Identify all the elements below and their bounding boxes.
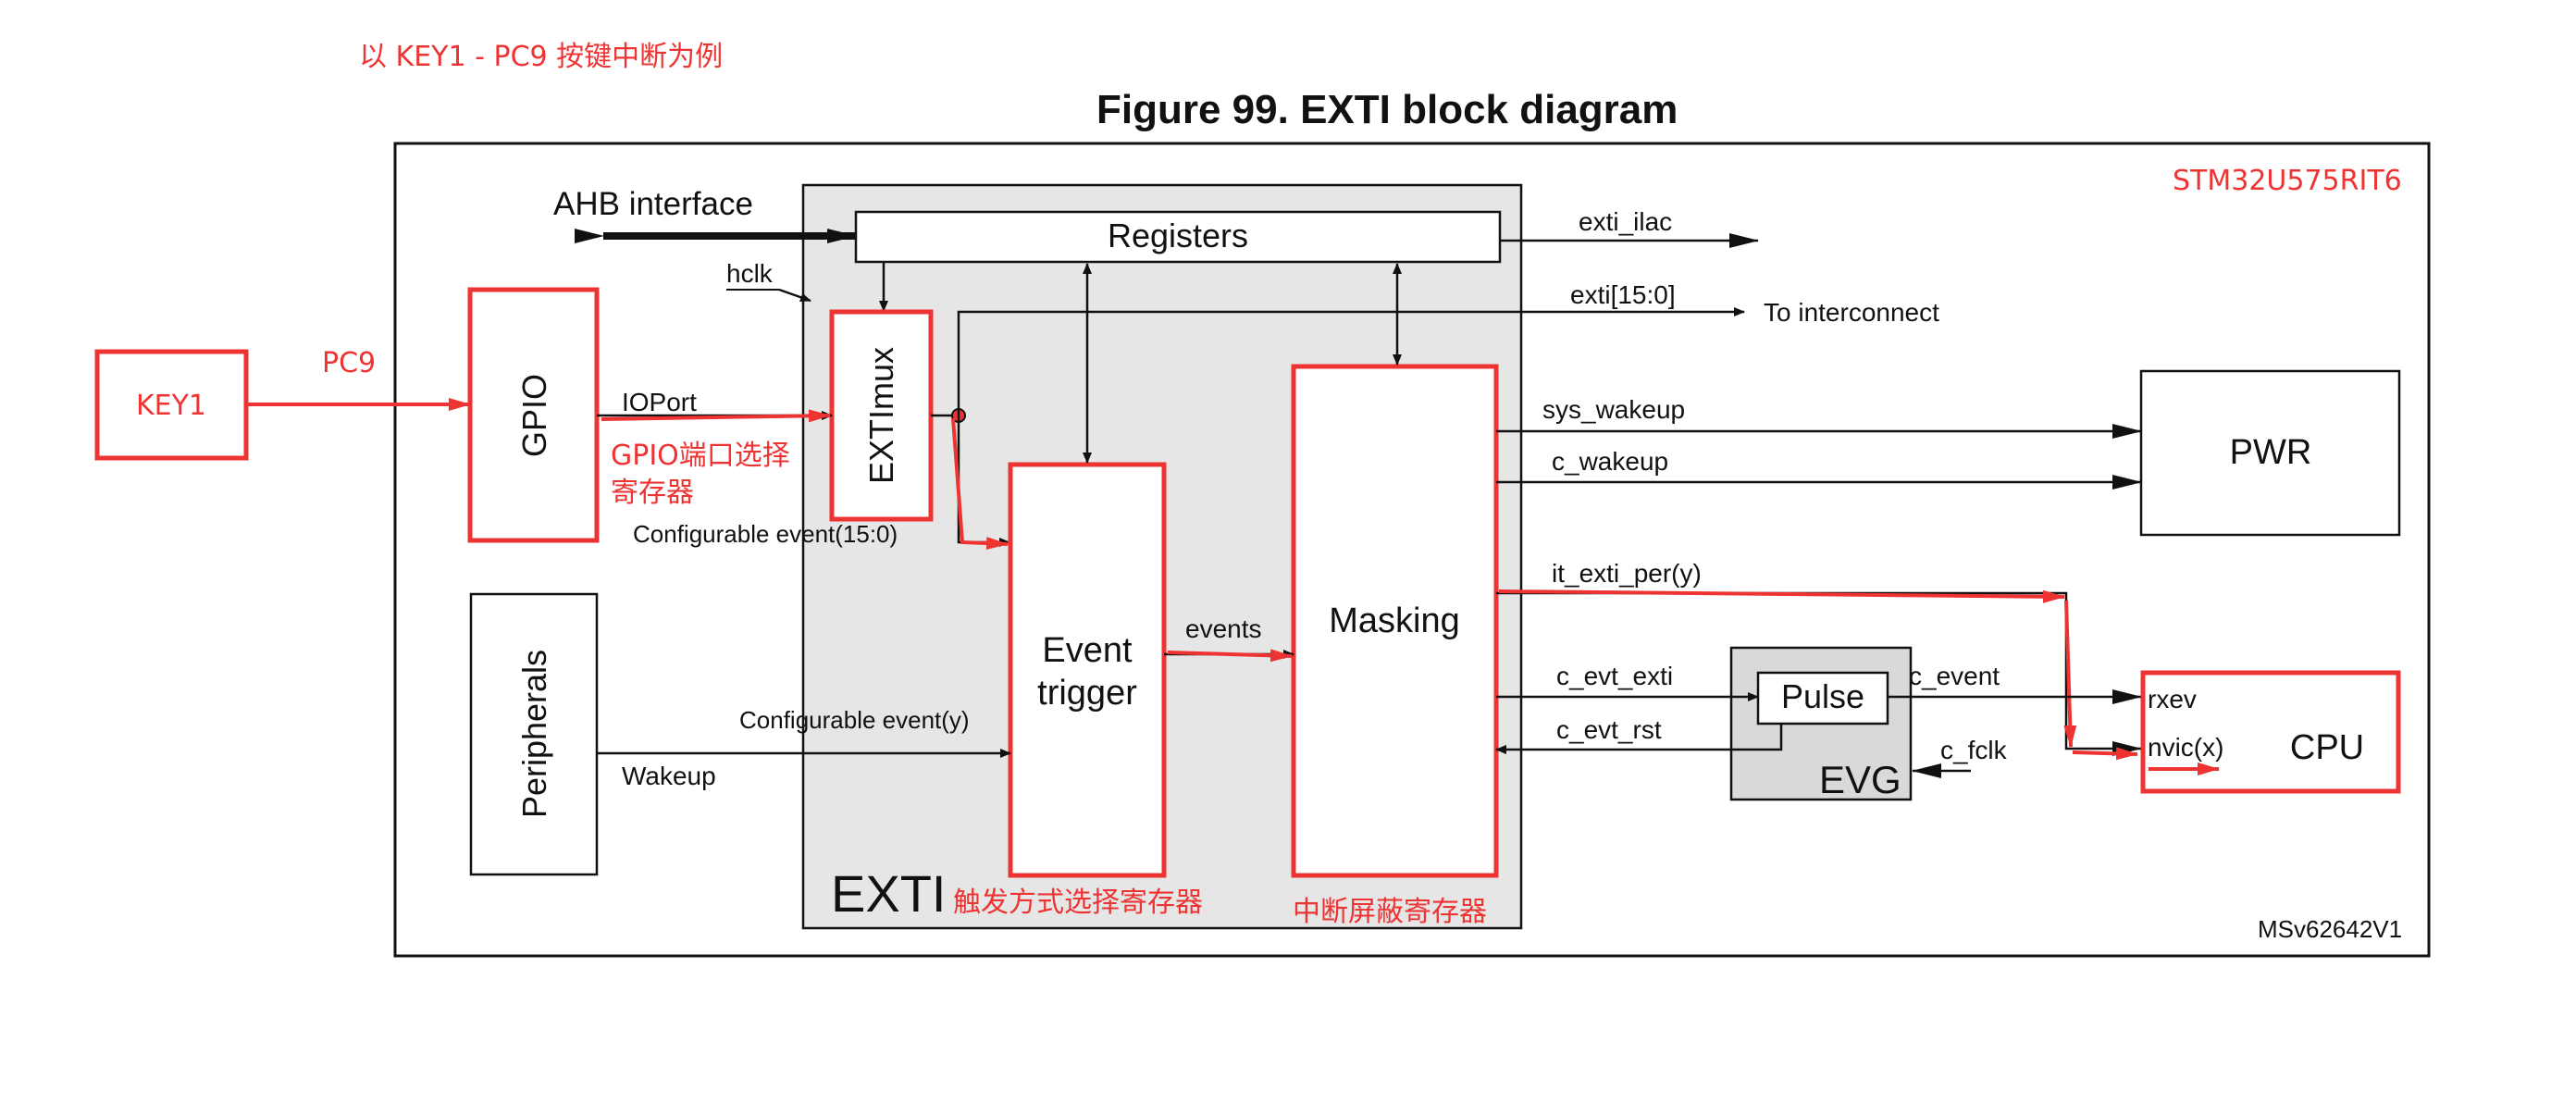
outer-frame	[393, 142, 2431, 958]
c-wakeup-label: c_wakeup	[1552, 447, 1668, 476]
annotation-top: 以 KEY1 - PC9 按键中断为例	[359, 41, 723, 73]
c-fclk-label: c_fclk	[1940, 736, 2008, 764]
version-label: MSv62642V1	[2258, 915, 2402, 943]
peripherals-label: Peripherals	[515, 650, 553, 818]
it-exti-per-y-red-2	[2063, 600, 2077, 748]
masking-block	[1291, 364, 1499, 878]
exti-15-0-label: exti[15:0]	[1570, 280, 1676, 309]
ahb-interface-label: AHB interface	[553, 186, 753, 222]
cpu-label: CPU	[2290, 728, 2364, 767]
c-evt-rst-line	[1495, 724, 1783, 754]
it-exti-per-y-label: it_exti_per(y)	[1552, 559, 1702, 588]
it-exti-per-y-red-3	[2072, 747, 2138, 761]
sys-wakeup-label: sys_wakeup	[1542, 395, 1685, 424]
exti-15-0-line	[957, 307, 1745, 415]
extimux-label: EXTImux	[862, 347, 900, 484]
registers-label: Registers	[1108, 217, 1248, 254]
c-evt-exti-label: c_evt_exti	[1556, 662, 1673, 690]
configurable-event-y-label: Configurable event(y)	[739, 706, 970, 734]
configurable-event-15-0-label: Configurable event(15:0)	[633, 520, 898, 548]
evg-label: EVG	[1819, 758, 1901, 801]
gpio-reg-annotation-1: GPIO端口选择	[611, 440, 790, 472]
masking-label: Masking	[1329, 601, 1460, 640]
to-interconnect-label: To interconnect	[1764, 298, 1939, 327]
pulse-block	[1756, 671, 1889, 725]
gpio-label: GPIO	[515, 374, 553, 457]
it-exti-per-y-red-1	[1498, 589, 2065, 603]
hclk-arrow	[778, 288, 811, 303]
event-trigger-block	[1008, 462, 1167, 878]
event-trigger-label-1: Event	[1042, 631, 1133, 670]
exti-ilac-label: exti_ilac	[1579, 207, 1672, 236]
key1-block	[94, 349, 249, 461]
c-evt-rst-label: c_evt_rst	[1556, 715, 1662, 744]
pulse-label: Pulse	[1781, 677, 1864, 715]
hclk-label: hclk	[726, 259, 774, 288]
peripherals-block	[469, 592, 599, 876]
trigger-reg-annotation: 触发方式选择寄存器	[953, 887, 1203, 919]
event-trigger-label-2: trigger	[1037, 674, 1137, 713]
pwr-label: PWR	[2230, 433, 2312, 472]
pwr-block	[2139, 369, 2401, 537]
ioport-label: IOPort	[622, 388, 697, 416]
nvic-x-label: nvic(x)	[2148, 733, 2223, 762]
exti-label: EXTI	[831, 864, 946, 923]
mask-reg-annotation: 中断屏蔽寄存器	[1293, 896, 1487, 928]
chip-label: STM32U575RIT6	[2173, 165, 2402, 197]
events-label: events	[1185, 614, 1262, 643]
events-arrow-red	[1167, 649, 1293, 663]
rxev-label: rxev	[2148, 685, 2197, 713]
configurable-event-15-0-red	[951, 417, 1009, 551]
pc9-label: PC9	[322, 347, 376, 379]
gpio-block	[467, 287, 600, 543]
gpio-reg-annotation-2: 寄存器	[611, 477, 694, 509]
ioport-arrow-red	[601, 409, 831, 423]
key1-label: KEY1	[136, 390, 206, 422]
c-event-label: c_event	[1909, 662, 2000, 690]
cpu-block	[2140, 670, 2401, 794]
figure-title: Figure 99. EXTI block diagram	[1096, 87, 1678, 132]
registers-block	[854, 210, 1502, 264]
wakeup-label: Wakeup	[622, 762, 716, 790]
